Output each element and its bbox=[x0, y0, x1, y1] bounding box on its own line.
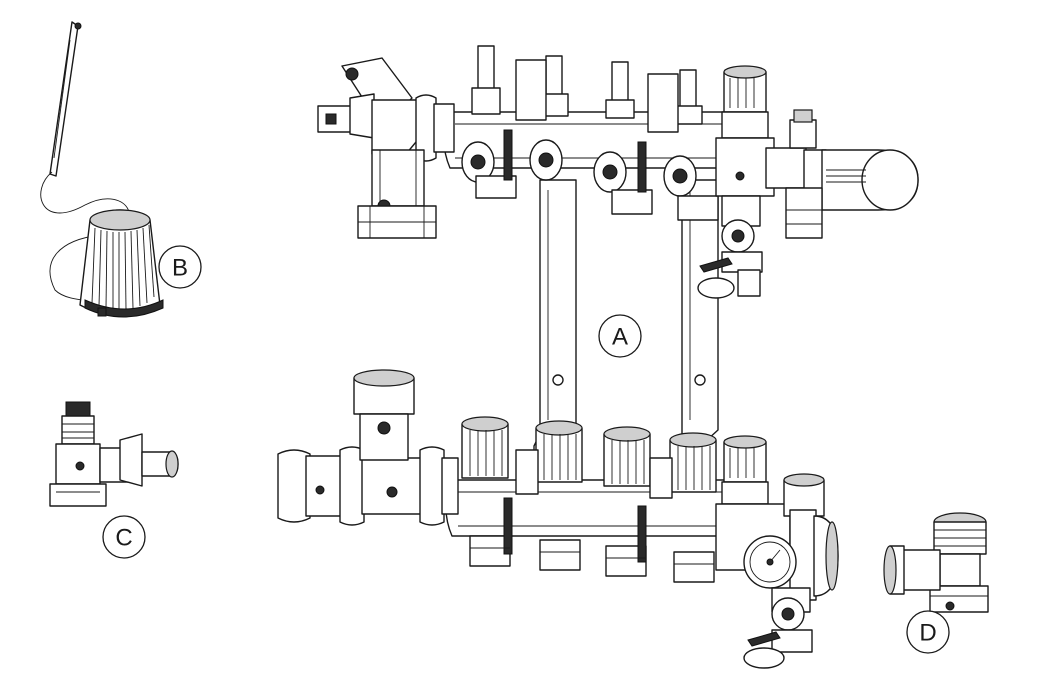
callout-d: D bbox=[906, 610, 950, 654]
bottom-ports bbox=[469, 497, 715, 583]
callout-a-label: A bbox=[612, 324, 628, 351]
component-d-valve bbox=[883, 512, 989, 613]
component-a-manifold bbox=[277, 45, 919, 669]
callout-c-label: C bbox=[115, 525, 132, 552]
callout-b-label: B bbox=[172, 255, 188, 282]
callout-d-label: D bbox=[919, 620, 936, 647]
top-ports bbox=[461, 129, 719, 221]
callout-b: B bbox=[158, 245, 202, 289]
component-b-actuator bbox=[40, 21, 164, 318]
callout-a: A bbox=[598, 314, 642, 358]
top-stems bbox=[471, 45, 703, 125]
callout-c: C bbox=[102, 515, 146, 559]
component-c-valve bbox=[49, 401, 179, 507]
bottom-knobs bbox=[461, 416, 717, 499]
